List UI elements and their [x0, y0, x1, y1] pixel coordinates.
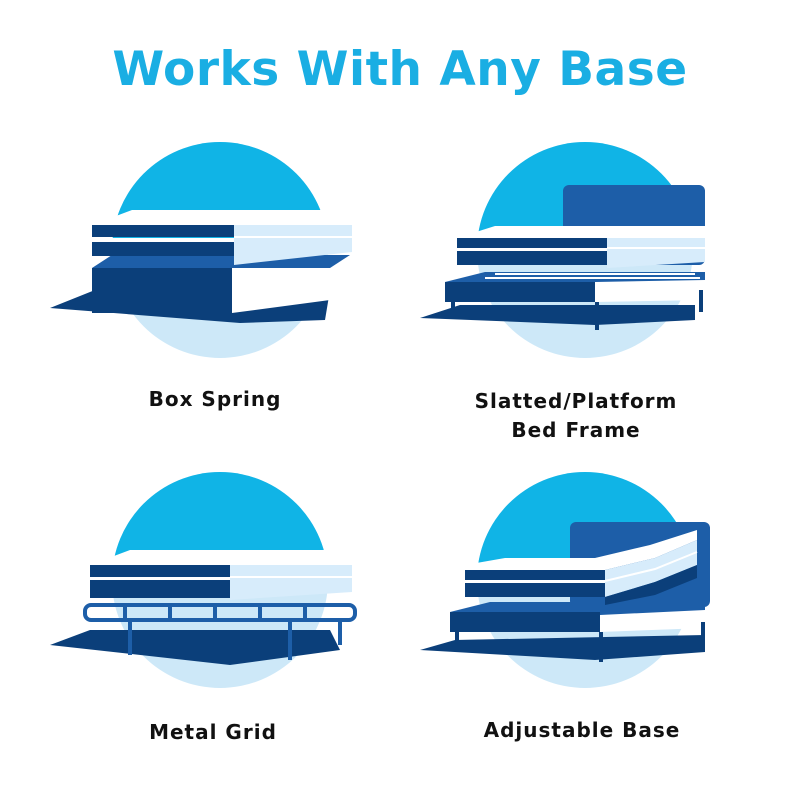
box-spring-icon — [50, 142, 352, 358]
slatted-platform-panel — [415, 140, 745, 360]
adjustable-base-panel — [415, 470, 745, 690]
metal-grid-panel — [40, 470, 370, 690]
metal-grid-label: Metal Grid — [149, 720, 277, 744]
slatted-platform-label: Slatted/Platform Bed Frame — [474, 389, 678, 442]
slatted-frame-icon — [420, 142, 705, 358]
adjustable-base-icon — [420, 472, 710, 688]
page-title: Works With Any Base — [112, 42, 688, 97]
adjustable-base-label: Adjustable Base — [483, 718, 681, 742]
box-spring-label: Box Spring — [148, 387, 282, 411]
metal-grid-icon — [50, 472, 357, 688]
box-spring-panel — [40, 140, 370, 360]
